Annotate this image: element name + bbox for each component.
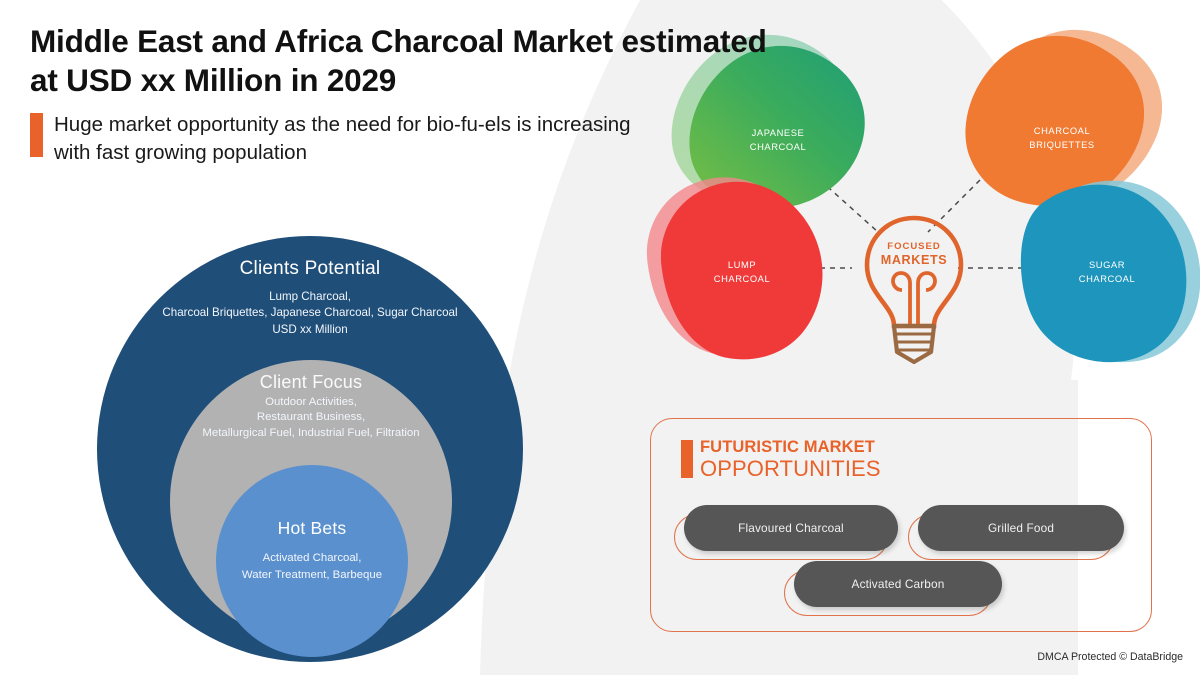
subtitle-block: Huge market opportunity as the need for … bbox=[30, 111, 770, 166]
panel-title: FUTURISTIC MARKET OPPORTUNITIES bbox=[700, 438, 881, 481]
hot-bets-heading: Hot Bets bbox=[277, 518, 347, 538]
futuristic-opportunities-panel: FUTURISTIC MARKET OPPORTUNITIES Flavoure… bbox=[650, 418, 1152, 632]
opportunity-item-wrap: Flavoured Charcoal bbox=[674, 505, 898, 560]
panel-header: FUTURISTIC MARKET OPPORTUNITIES bbox=[681, 438, 1151, 481]
clients-potential-heading: Clients Potential bbox=[239, 258, 381, 279]
lightbulb-icon bbox=[855, 212, 973, 369]
opportunity-pill-activated-carbon[interactable]: Activated Carbon bbox=[794, 561, 1002, 607]
clients-potential-text: Clients Potential Lump Charcoal,Charcoal… bbox=[97, 258, 523, 338]
client-focus-heading: Client Focus bbox=[259, 372, 363, 392]
client-focus-text: Client Focus Outdoor Activities,Restaura… bbox=[170, 372, 452, 441]
copyright-footer: DMCA Protected © DataBridge bbox=[1037, 651, 1183, 663]
opportunity-row-1: Flavoured Charcoal Grilled Food bbox=[674, 505, 1124, 560]
hot-bets-body: Activated Charcoal,Water Treatment, Barb… bbox=[241, 552, 383, 581]
opportunity-item-wrap: Activated Carbon bbox=[784, 561, 1002, 616]
lump-shape bbox=[660, 181, 823, 360]
opportunity-item-wrap: Grilled Food bbox=[908, 505, 1124, 560]
accent-bar-icon bbox=[30, 113, 43, 158]
japanese-shape bbox=[689, 45, 865, 209]
hot-bets-text: Hot Bets Activated Charcoal,Water Treatm… bbox=[196, 518, 428, 583]
opportunity-pill-flavoured-charcoal[interactable]: Flavoured Charcoal bbox=[684, 505, 898, 551]
panel-accent-bar-icon bbox=[681, 440, 693, 478]
header: Middle East and Africa Charcoal Market e… bbox=[30, 22, 770, 166]
opportunity-row-2: Activated Carbon bbox=[784, 561, 1002, 616]
page-subtitle: Huge market opportunity as the need for … bbox=[54, 113, 631, 164]
client-focus-body: Outdoor Activities,Restaurant Business,M… bbox=[202, 396, 420, 439]
opportunity-pill-grilled-food[interactable]: Grilled Food bbox=[918, 505, 1124, 551]
panel-title-line1: FUTURISTIC MARKET bbox=[700, 438, 875, 456]
clients-potential-body: Lump Charcoal,Charcoal Briquettes, Japan… bbox=[162, 290, 458, 336]
panel-title-line2: OPPORTUNITIES bbox=[700, 455, 881, 481]
page-title: Middle East and Africa Charcoal Market e… bbox=[30, 23, 767, 99]
